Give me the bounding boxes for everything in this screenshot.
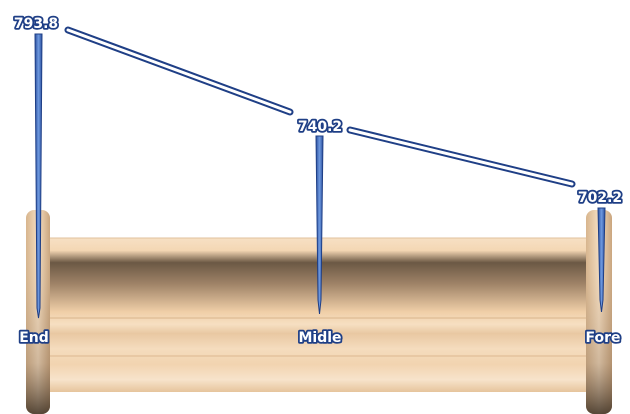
value-label-end: 793.8 bbox=[14, 16, 58, 32]
value-labels: 793.8 740.2 702.2 bbox=[12, 14, 624, 208]
stem-midle bbox=[315, 135, 324, 315]
value-label-fore: 702.2 bbox=[578, 190, 622, 206]
connector-lines bbox=[64, 26, 576, 188]
stem-fore bbox=[597, 207, 606, 313]
position-labels: End Midle Fore bbox=[17, 328, 622, 348]
position-label-midle: Midle bbox=[298, 330, 341, 346]
position-label-fore: Fore bbox=[585, 330, 620, 346]
stem-end bbox=[34, 33, 43, 319]
position-label-end: End bbox=[19, 330, 49, 346]
cylinder-body bbox=[40, 237, 592, 392]
measurement-stems bbox=[34, 33, 606, 319]
right-flange bbox=[586, 210, 612, 414]
cylinder-shell bbox=[40, 238, 592, 392]
value-label-midle: 740.2 bbox=[298, 119, 342, 135]
